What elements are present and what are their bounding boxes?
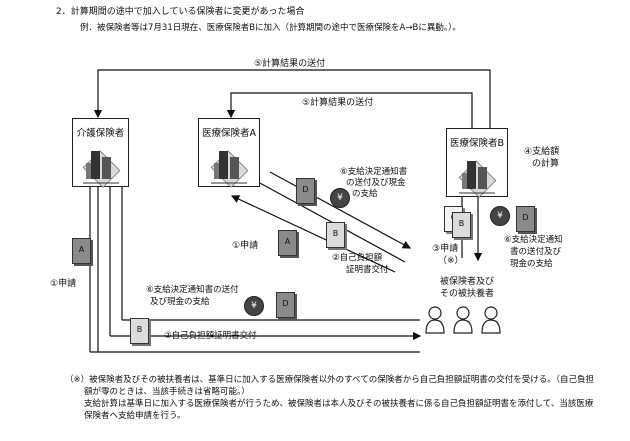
label-cert-bottom: ②自己負担額証明書交付	[164, 331, 257, 341]
label-notice-b-2: 書の送付及び	[510, 247, 562, 257]
label-apply-left: ①申請	[50, 279, 77, 289]
iryo-b-insurer-box: 医療保険者B	[446, 128, 508, 198]
doc-a-kaigo: A	[72, 238, 91, 264]
label-notice-b-3: 現金の支給	[510, 259, 553, 269]
person-icon	[453, 306, 473, 334]
label-cert-mid-2: 証明書交付	[346, 265, 389, 275]
person-icon	[425, 306, 445, 334]
label-insured-1: 被保険者及び	[440, 277, 495, 287]
yen-icon: ¥	[330, 188, 350, 208]
label-send-result-mid: ⑤計算結果の送付	[302, 98, 374, 108]
footnote-line-3: 支給計算は基準日に加入する医療保険者が行うため、被保険者は本人及びその被扶養者に…	[84, 399, 594, 409]
doc-b-a: B	[326, 222, 345, 248]
header-title: 2．計算期間の途中で加入している保険者に変更があった場合	[56, 7, 305, 17]
label-notice-kaigo-1: ⑥支給決定通知書の送付	[146, 285, 239, 295]
label-notice-b-1: ⑥支給決定通知	[504, 235, 563, 245]
label-cert-mid-1: ②自己負担額	[332, 253, 383, 263]
arrow-result-to-kaigo	[93, 69, 491, 128]
label-insured-2: その被扶養者	[440, 289, 495, 299]
label-apply-b-1: ③申請	[432, 244, 459, 254]
label-apply-mid: ①申請	[232, 241, 259, 251]
label-calc-1: ④支給額	[524, 147, 560, 157]
building-icon	[210, 150, 249, 188]
kaigo-insurer-box: 介護保険者	[72, 118, 129, 188]
yen-icon: ¥	[490, 206, 510, 226]
iryo-b-title: 医療保険者B	[449, 138, 505, 149]
label-calc-2: の計算	[532, 159, 560, 169]
arrow-a-apply	[230, 195, 396, 273]
header-example: 例．被保険者等は7月31日現在、医療保険者Bに加入（計算期間の途中で医療保険をA…	[80, 23, 461, 33]
doc-b-kaigo: B	[130, 318, 149, 344]
iryo-a-title: 医療保険者A	[202, 128, 256, 139]
doc-b-b: B	[452, 212, 471, 238]
label-notice-a-3: の支給	[352, 189, 378, 199]
footnote-line-4: 保険者へ支給申請を行う。	[84, 411, 186, 421]
label-apply-b-2: （※）	[438, 256, 464, 266]
iryo-a-insurer-box: 医療保険者A	[198, 118, 260, 188]
footnote-line-1: （※）被保険者及びその被扶養者は、基準日に加入する医療保険者以外のすべての保険者…	[65, 375, 594, 385]
kaigo-title: 介護保険者	[76, 128, 125, 139]
person-icon	[481, 306, 501, 334]
doc-d-kaigo: D	[276, 292, 295, 318]
label-notice-kaigo-2: 及び現金の支給	[150, 297, 210, 307]
arrow-result-to-a	[226, 92, 473, 128]
label-notice-a-2: の送付及び現金	[346, 178, 406, 188]
label-send-result-top: ⑤計算結果の送付	[254, 59, 326, 69]
building-icon	[458, 160, 497, 198]
footnote-line-2: 額が零のときは、当該手続きは省略可能。）	[84, 387, 250, 397]
label-notice-a-1: ⑥支給決定通知書	[340, 167, 408, 177]
building-icon	[82, 150, 120, 188]
doc-d-b: D	[516, 206, 535, 232]
doc-a-a: A	[278, 230, 297, 256]
doc-d-a: D	[296, 178, 315, 204]
arrow-a-notice	[269, 171, 412, 249]
yen-icon: ¥	[244, 296, 264, 316]
